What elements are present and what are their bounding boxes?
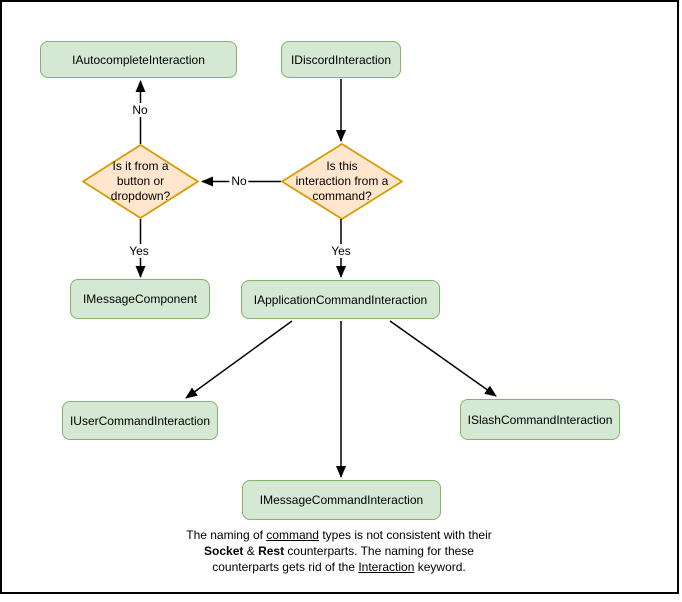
note-segment: keyword. — [414, 560, 466, 574]
note-segment: The naming of — [186, 528, 267, 542]
note-segment: counterparts gets rid of the — [212, 560, 359, 574]
node-idiscordinteraction: IDiscordInteraction — [281, 41, 401, 78]
node-iusercommandinteraction: IUserCommandInteraction — [62, 401, 218, 440]
note-segment: Socket — [204, 544, 244, 558]
node-label: IMessageCommandInteraction — [259, 493, 424, 507]
node-iautocompleteinteraction: IAutocompleteInteraction — [40, 41, 237, 78]
node-iapplicationcommandinteraction: IApplicationCommandInteraction — [241, 280, 440, 319]
edge-label-yes: Yes — [127, 244, 151, 258]
note-segment: command — [266, 528, 319, 542]
edge-application-to-slash-command — [389, 320, 497, 397]
node-islashcommandinteraction: ISlashCommandInteraction — [460, 399, 620, 440]
decision-from-command-label: Is this interaction from a command? — [295, 159, 389, 203]
note-segment: types is not consistent with their — [318, 528, 492, 542]
decision-button-or-dropdown-label: Is it from a button or dropdown? — [110, 159, 171, 203]
edge-label-no: No — [130, 103, 150, 117]
naming-note: The naming of command types is not consi… — [0, 527, 678, 575]
node-label: IDiscordInteraction — [290, 52, 392, 67]
node-label: IUserCommandInteraction — [69, 413, 211, 428]
edge-label-no: No — [229, 174, 249, 188]
node-imessagecomponent: IMessageComponent — [70, 279, 210, 319]
note-line: Socket & Rest counterparts. The naming f… — [0, 543, 678, 559]
edge-application-to-user-command — [185, 320, 293, 399]
note-segment: & — [243, 544, 259, 558]
node-label: IApplicationCommandInteraction — [253, 292, 428, 307]
note-line: counterparts gets rid of the Interaction… — [0, 559, 678, 575]
node-label: IAutocompleteInteraction — [72, 52, 205, 67]
decision-from-command-shape — [281, 143, 403, 220]
node-label: ISlashCommandInteraction — [467, 412, 613, 427]
node-label: IMessageComponent — [82, 292, 198, 306]
decision-button-or-dropdown-shape — [82, 144, 199, 219]
node-imessagecommandinteraction: IMessageCommandInteraction — [242, 480, 441, 520]
note-segment: Rest — [258, 544, 285, 558]
edge-label-yes: Yes — [329, 244, 353, 258]
note-line: The naming of command types is not consi… — [0, 527, 678, 543]
note-segment: counterparts. The naming for these — [284, 544, 474, 558]
note-segment: Interaction — [358, 560, 415, 574]
